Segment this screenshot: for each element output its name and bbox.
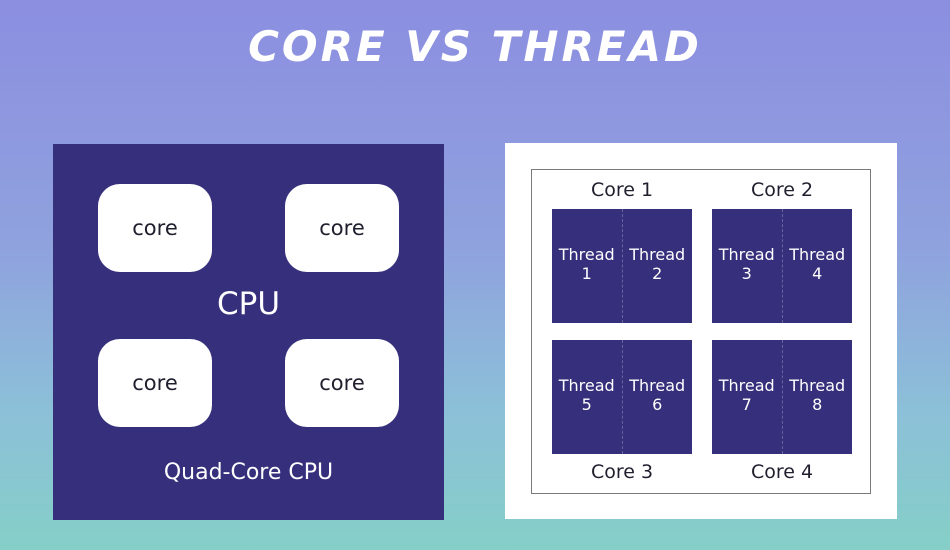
core-3-block: Thread 5 Thread 6 — [552, 340, 692, 454]
core-4-block: Thread 7 Thread 8 — [712, 340, 852, 454]
cpu-core-1: core — [98, 184, 212, 272]
thread-number: 3 — [741, 264, 752, 283]
core-2-label: Core 2 — [750, 179, 814, 201]
thread-5: Thread 5 — [552, 340, 622, 454]
thread-8: Thread 8 — [781, 340, 853, 454]
thread-number: 8 — [812, 395, 823, 414]
inner-frame — [531, 169, 871, 494]
cpu-core-2: core — [285, 184, 399, 272]
thread-word: Thread — [629, 376, 686, 395]
thread-word: Thread — [789, 245, 846, 264]
thread-number: 2 — [652, 264, 663, 283]
thread-3: Thread 3 — [712, 209, 782, 323]
core-3-label: Core 3 — [590, 461, 654, 483]
core-1-label: Core 1 — [590, 179, 654, 201]
thread-word: Thread — [718, 245, 775, 264]
thread-word: Thread — [789, 376, 846, 395]
cpu-core-4: core — [285, 339, 399, 427]
thread-number: 4 — [812, 264, 823, 283]
thread-number: 6 — [652, 395, 663, 414]
core-2-block: Thread 3 Thread 4 — [712, 209, 852, 323]
thread-word: Thread — [558, 245, 615, 264]
thread-4: Thread 4 — [781, 209, 853, 323]
cpu-caption: Quad-Core CPU — [163, 460, 334, 485]
core-4-label: Core 4 — [750, 461, 814, 483]
thread-2: Thread 2 — [621, 209, 693, 323]
cpu-label: CPU — [216, 286, 281, 322]
thread-word: Thread — [718, 376, 775, 395]
core-1-block: Thread 1 Thread 2 — [552, 209, 692, 323]
quad-core-cpu-panel: core core CPU core core Quad-Core CPU — [53, 144, 444, 520]
thread-number: 5 — [581, 395, 592, 414]
thread-7: Thread 7 — [712, 340, 782, 454]
cpu-core-3: core — [98, 339, 212, 427]
thread-word: Thread — [558, 376, 615, 395]
thread-word: Thread — [629, 245, 686, 264]
thread-number: 1 — [581, 264, 592, 283]
page-title: CORE VS THREAD — [248, 22, 702, 71]
thread-1: Thread 1 — [552, 209, 622, 323]
thread-6: Thread 6 — [621, 340, 693, 454]
core-thread-panel: Core 1 Core 2 Thread 1 Thread 2 Thread 3… — [505, 143, 897, 519]
thread-number: 7 — [741, 395, 752, 414]
